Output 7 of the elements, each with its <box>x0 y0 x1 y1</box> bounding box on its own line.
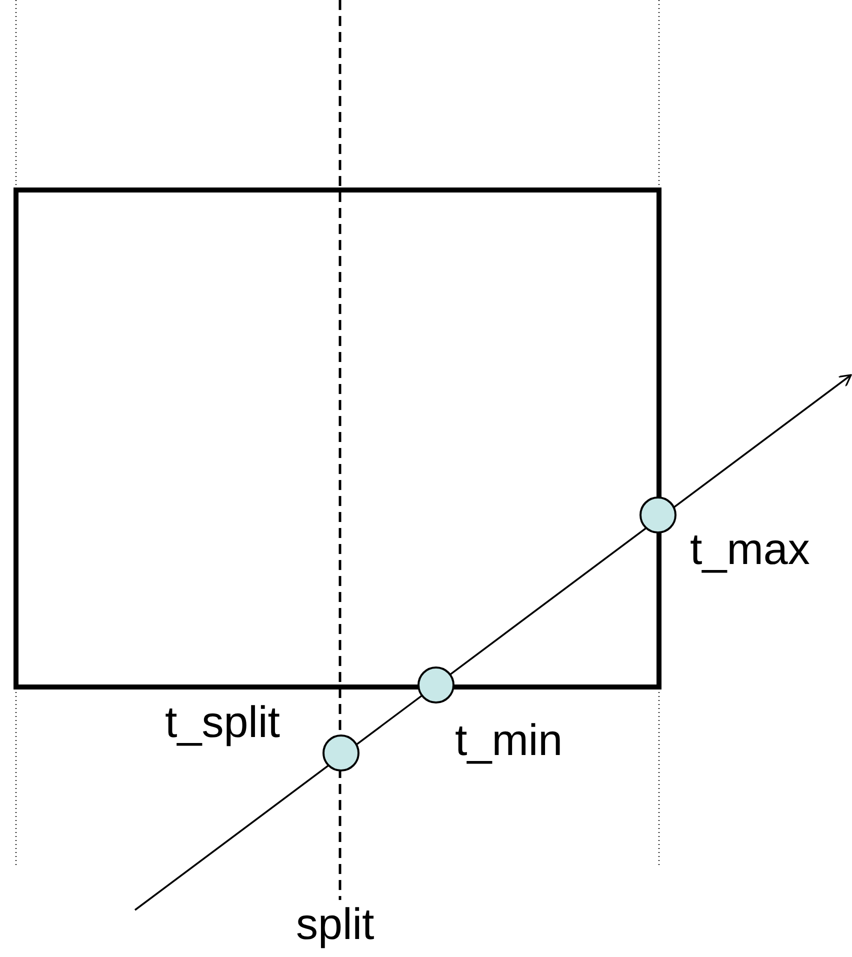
intersection-point <box>322 734 360 772</box>
intersection-point <box>639 496 677 534</box>
point-label: t_split <box>165 698 280 748</box>
intersection-point <box>417 666 455 704</box>
point-label: t_min <box>455 716 563 766</box>
axis-label: split <box>296 900 374 950</box>
point-label: t_max <box>690 525 810 575</box>
